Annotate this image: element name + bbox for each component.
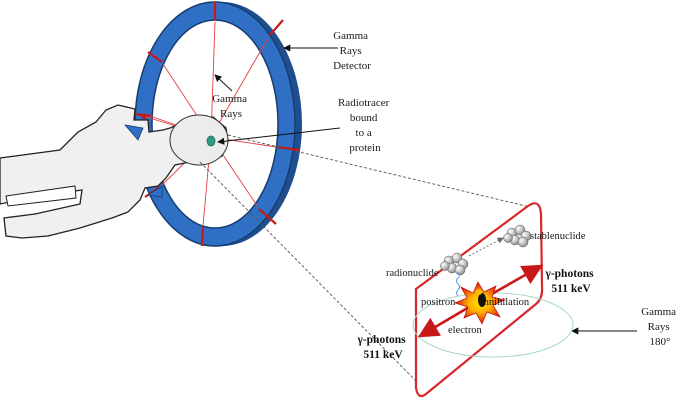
- ring-fragment: [146, 185, 163, 198]
- segment-divider: [258, 208, 277, 225]
- label-gamma-180: Gamma Rays 180°: [641, 306, 679, 348]
- gamma-rays-pointer: [214, 74, 233, 92]
- electron-particle: [478, 293, 486, 307]
- positron-particle: [476, 289, 482, 295]
- annihilation-panel: [412, 202, 574, 398]
- label-electron: electron: [448, 325, 483, 336]
- photon-arrow-left: [417, 301, 477, 338]
- decay-arrow: [468, 237, 504, 257]
- segment-divider: [200, 226, 205, 247]
- label-radiotracer: Radiotracer bound to a protein: [338, 97, 392, 154]
- label-gamma-rays: Gamma Rays: [212, 93, 250, 120]
- segment-divider: [269, 19, 284, 36]
- label-photons-left: γ-photons 511 keV: [356, 334, 408, 361]
- gamma-ray: [210, 37, 269, 138]
- label-stablenuclide: stablenuclide: [530, 231, 586, 242]
- labels: Gamma Rays Detector Gamma Rays Radiotrac…: [212, 30, 679, 361]
- zoom-lines: [199, 134, 531, 384]
- patient-silhouette: [0, 104, 229, 239]
- label-detector: Gamma Rays Detector: [333, 30, 371, 72]
- segment-divider: [276, 145, 300, 152]
- zoom-line-top: [227, 134, 531, 208]
- zoom-line-bottom: [199, 161, 419, 384]
- label-photons-right: γ-photons 511 keV: [544, 268, 596, 295]
- stable-nuclide-atom: [503, 224, 532, 248]
- radiotracer-pointer: [217, 127, 341, 145]
- label-positron: positron: [421, 297, 456, 308]
- label-annihilation: annihilation: [479, 297, 530, 308]
- label-radionuclide: radionuclide: [386, 268, 439, 279]
- leg-gap: [5, 185, 77, 207]
- radionuclide-atom: [440, 252, 469, 276]
- ring-fragment: [123, 124, 144, 141]
- positron-path: [456, 271, 460, 297]
- patient-head: [169, 114, 229, 166]
- segment-divider: [147, 51, 163, 63]
- tracer-dot: [206, 135, 216, 147]
